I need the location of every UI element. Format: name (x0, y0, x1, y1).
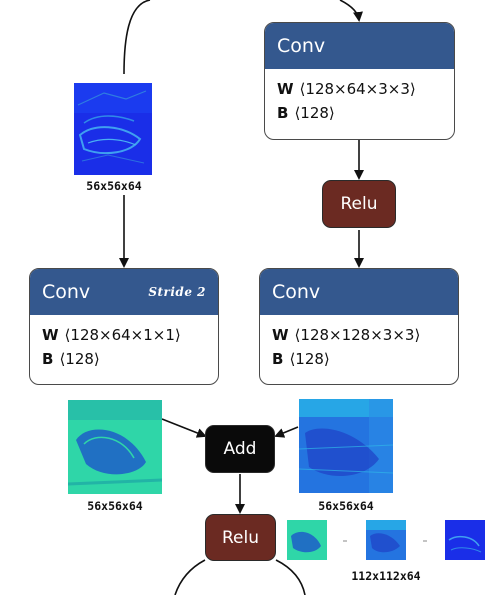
feature-map-conv-thumbnail (299, 399, 393, 493)
edge-relu-out-left (174, 559, 206, 595)
feature-map-relu-thumbnail-2 (366, 520, 406, 560)
feature-map-skip-thumbnail (68, 400, 162, 494)
node-params: W ⟨128×64×3×3⟩ B ⟨128⟩ (265, 69, 454, 125)
param-key: B (277, 104, 289, 122)
node-op-label: Conv (42, 281, 91, 303)
relu-node-bottom[interactable]: Relu (205, 514, 276, 561)
feature-map-skip-label: 56x56x64 (87, 499, 143, 513)
param-shape: ⟨128⟩ (289, 350, 330, 368)
edge-input-left-branch (123, 0, 151, 75)
conv-node-right[interactable]: Conv W ⟨128×128×3×3⟩ B ⟨128⟩ (259, 268, 459, 385)
conv-node-header: Conv (260, 269, 458, 315)
param-key: B (272, 350, 284, 368)
param-key: W (42, 326, 59, 344)
node-op-label: Relu (340, 194, 378, 214)
param-row-bias: B ⟨128⟩ (272, 347, 446, 371)
conv-node-header: Conv Stride 2 (30, 269, 218, 315)
edge-input-to-conv-top (339, 0, 363, 22)
feature-map-input-thumbnail (74, 83, 152, 175)
param-shape: ⟨128⟩ (59, 350, 100, 368)
feature-map-conv-label: 56x56x64 (318, 499, 374, 513)
node-attribute-stride: Stride 2 (148, 285, 206, 299)
param-row-bias: B ⟨128⟩ (277, 101, 442, 125)
edge-skip-to-add (161, 418, 207, 438)
param-row-weights: W ⟨128×64×3×3⟩ (277, 77, 442, 101)
feature-map-relu-label: 112x112x64 (351, 569, 421, 583)
feature-map-relu-thumbnail-3 (445, 520, 485, 560)
node-op-label: Add (223, 439, 257, 459)
node-op-label: Relu (221, 527, 259, 548)
node-params: W ⟨128×64×1×1⟩ B ⟨128⟩ (30, 315, 218, 371)
param-key: W (277, 80, 294, 98)
conv-node-top[interactable]: Conv W ⟨128×64×3×3⟩ B ⟨128⟩ (264, 22, 455, 140)
param-shape: ⟨128×64×1×1⟩ (64, 326, 181, 344)
param-key: W (272, 326, 289, 344)
node-op-label: Conv (277, 35, 326, 57)
param-row-weights: W ⟨128×64×1×1⟩ (42, 323, 206, 347)
param-shape: ⟨128⟩ (294, 104, 335, 122)
param-row-weights: W ⟨128×128×3×3⟩ (272, 323, 446, 347)
param-key: B (42, 350, 54, 368)
feature-map-relu-thumbnail-1 (287, 520, 327, 560)
conv-node-header: Conv (265, 23, 454, 69)
relu-node-mid[interactable]: Relu (322, 180, 396, 228)
edge-relu-out-right (275, 559, 306, 595)
param-row-bias: B ⟨128⟩ (42, 347, 206, 371)
conv-node-stride[interactable]: Conv Stride 2 W ⟨128×64×1×1⟩ B ⟨128⟩ (29, 268, 219, 385)
param-shape: ⟨128×128×3×3⟩ (294, 326, 421, 344)
node-op-label: Conv (272, 281, 321, 303)
node-params: W ⟨128×128×3×3⟩ B ⟨128⟩ (260, 315, 458, 371)
add-node[interactable]: Add (205, 425, 275, 473)
edge-conv-to-add (274, 426, 299, 438)
feature-map-input-label: 56x56x64 (86, 179, 142, 193)
param-shape: ⟨128×64×3×3⟩ (299, 80, 416, 98)
